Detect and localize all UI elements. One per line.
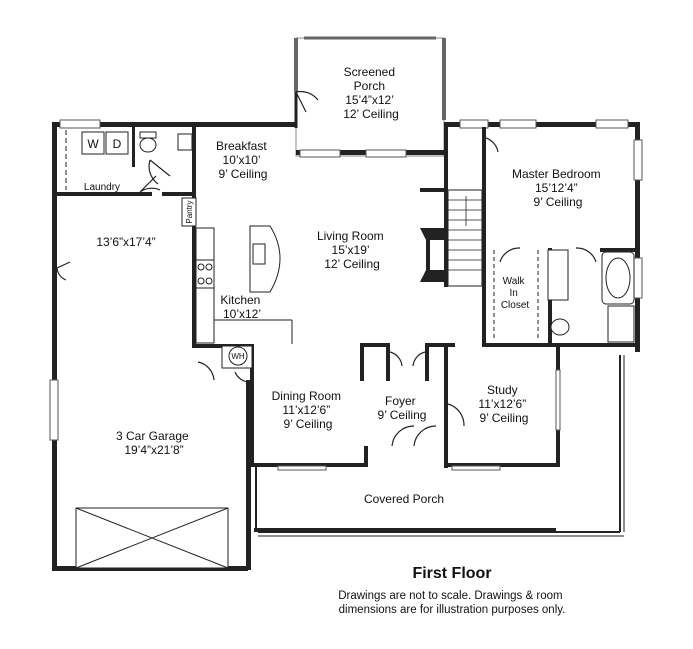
covered-porch-label: Covered Porch bbox=[364, 492, 444, 506]
garage-label: 3 Car Garage 19’4”x21’8” bbox=[116, 429, 192, 457]
foyer-label: Foyer 9’ Ceiling bbox=[378, 394, 427, 422]
water-heater-label: WH bbox=[231, 352, 245, 361]
floor-title: First Floor bbox=[412, 565, 491, 582]
dryer-icon bbox=[105, 131, 129, 155]
master-bedroom-label: Master Bedroom 15’12’4” 9’ Ceiling bbox=[512, 167, 604, 209]
toilet-icon bbox=[139, 137, 157, 153]
sink-icon bbox=[177, 133, 193, 151]
washer-icon bbox=[81, 131, 105, 155]
screened-porch-label: Screened Porch 15’4”x12’ 12’ Ceiling bbox=[343, 65, 399, 121]
study-label: Study 11’x12’6” 9’ Ceiling bbox=[478, 383, 529, 425]
breakfast-label: Breakfast 10’x10’ 9’ Ceiling bbox=[216, 139, 270, 181]
garage-upper-dim: 13’6”x17’4” bbox=[96, 235, 155, 249]
fireplace bbox=[420, 228, 444, 282]
kitchen-fixtures bbox=[195, 225, 293, 344]
walk-in-closet-label: Walk In Closet bbox=[501, 276, 530, 311]
water-heater-icon bbox=[228, 346, 248, 366]
laundry-area: W D bbox=[52, 127, 196, 196]
stove-icon bbox=[195, 259, 215, 289]
windows bbox=[49, 119, 643, 441]
laundry-label: Laundry bbox=[84, 182, 120, 193]
master-closet-bath bbox=[493, 247, 635, 343]
disclaimer-note: Drawings are not to scale. Drawings & ro… bbox=[338, 590, 566, 616]
bathtub-icon bbox=[601, 251, 635, 305]
washer-label: W bbox=[87, 137, 99, 151]
pantry-label: Pantry bbox=[185, 200, 194, 223]
room-labels: Screened Porch 15’4”x12’ 12’ Ceiling Bre… bbox=[84, 65, 604, 506]
door-swings bbox=[56, 137, 499, 447]
dining-room-label: Dining Room 11’x12’6” 9’ Ceiling bbox=[272, 389, 345, 431]
staircase bbox=[447, 189, 483, 287]
covered-porch-outline bbox=[255, 355, 625, 537]
living-room-label: Living Room 15’x19’ 12’ Ceiling bbox=[317, 229, 387, 271]
dryer-label: D bbox=[113, 137, 122, 151]
garage-door bbox=[75, 507, 229, 569]
kitchen-label: Kitchen 10’x12’ bbox=[220, 293, 263, 321]
